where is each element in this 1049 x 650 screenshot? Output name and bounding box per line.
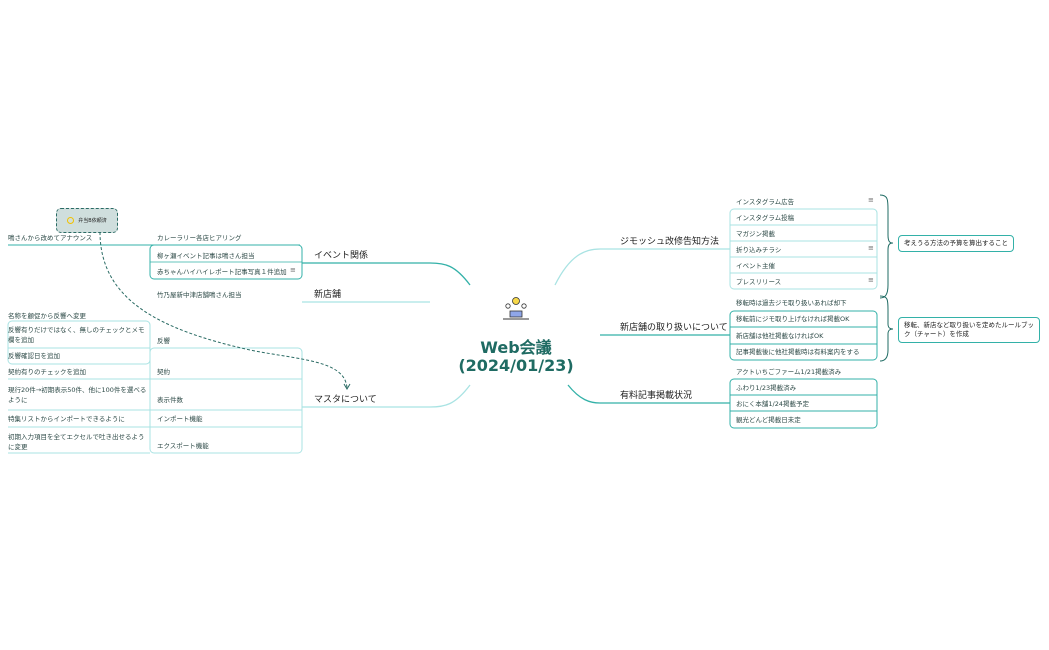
master-leaf[interactable]: 反響有りだけではなく、無しのチェックとメモ欄を追加 [8,326,145,344]
note-icon[interactable]: ≡ [868,196,874,204]
newstore-item[interactable]: 移転時は過去ジモ取り扱いあれば却下 [736,299,847,307]
paid-item[interactable]: おにく本舗1/24掲載予定 [736,400,809,408]
jimosh-item[interactable]: インスタグラム投稿 [736,214,795,222]
newstore-item[interactable]: 記事掲載後に他社掲載時は有料案内をする [736,348,860,356]
branch-new-store-handling[interactable]: 新店舗の取り扱いについて [620,323,728,333]
jimosh-item[interactable]: マガジン掲載 [736,230,775,238]
paid-item[interactable]: ふわり1/23掲載済み [736,384,797,392]
circle-icon [67,217,75,224]
note-icon[interactable]: ≡ [868,276,874,284]
meeting-lightbulb-icon [503,297,529,320]
master-leaf[interactable]: 現行20件→初期表示50件、他に100件を選べるように [8,386,147,404]
sticker-label: 弁当B依頼済 [78,218,107,224]
jimosh-item[interactable]: インスタグラム広告 [736,198,795,206]
jimosh-item[interactable]: 折り込みチラシ [736,246,782,254]
newstore-item[interactable]: 移転前にジモ取り上げなければ掲載OK [736,315,850,323]
jimosh-item[interactable]: プレスリリース [736,278,782,286]
central-topic-date[interactable]: (2024/01/23) [458,356,574,375]
master-item[interactable]: 契約 [157,368,170,376]
master-item[interactable]: エクスポート機能 [157,442,209,450]
master-leaf[interactable]: 名称を顧促から反響へ変更 [8,312,86,320]
master-leaf[interactable]: 特集リストからインポートできるように [8,415,125,423]
event-item[interactable]: 柳ヶ瀬イベント記事は鳴さん担当 [157,252,255,260]
summary-budget[interactable]: 考えうる方法の予算を算出すること [898,235,1014,252]
event-item[interactable]: 赤ちゃんハイハイレポート記事写真１件追加 [157,268,287,276]
master-item[interactable]: 表示件数 [157,396,183,404]
newstore-item[interactable]: 新店舗は他社掲載なければOK [736,332,824,340]
paid-item[interactable]: 観光どんど掲載日未定 [736,416,801,424]
jimosh-item[interactable]: イベント主催 [736,262,775,270]
master-leaf[interactable]: 契約有りのチェックを追加 [8,368,86,376]
central-topic-title[interactable]: Web会議 [480,338,552,357]
branch-master[interactable]: マスタについて [314,395,377,405]
store-item[interactable]: 竹乃屋新中津店舗鳴さん担当 [157,291,242,299]
master-item[interactable]: インポート機能 [157,415,203,423]
master-leaf[interactable]: 初期入力項目を全てエクセルで吐き出せるように変更 [8,433,145,451]
summary-rulebook[interactable]: 移転、新店など取り扱いを定めたルールブック（チャート）を作成 [898,317,1040,343]
master-leaf[interactable]: 反響確認日を追加 [8,352,60,360]
branch-new-store[interactable]: 新店舗 [314,290,342,300]
note-icon[interactable]: ≡ [868,244,874,252]
branch-event[interactable]: イベント関係 [314,251,369,261]
branch-jimosh[interactable]: ジモッシュ改修告知方法 [620,237,720,247]
master-item[interactable]: 反響 [157,337,170,345]
paid-item[interactable]: アクトいちごファーム1/21掲載済み [736,368,842,376]
event-item[interactable]: カレーラリー各店ヒアリング [157,234,242,242]
sticker-note[interactable]: 弁当B依頼済 [56,208,118,233]
note-icon[interactable]: ≡ [290,266,296,274]
leaf-announce[interactable]: 鳴さんから改めてアナウンス [8,234,93,242]
branch-paid-articles[interactable]: 有料記事掲載状況 [620,391,693,401]
